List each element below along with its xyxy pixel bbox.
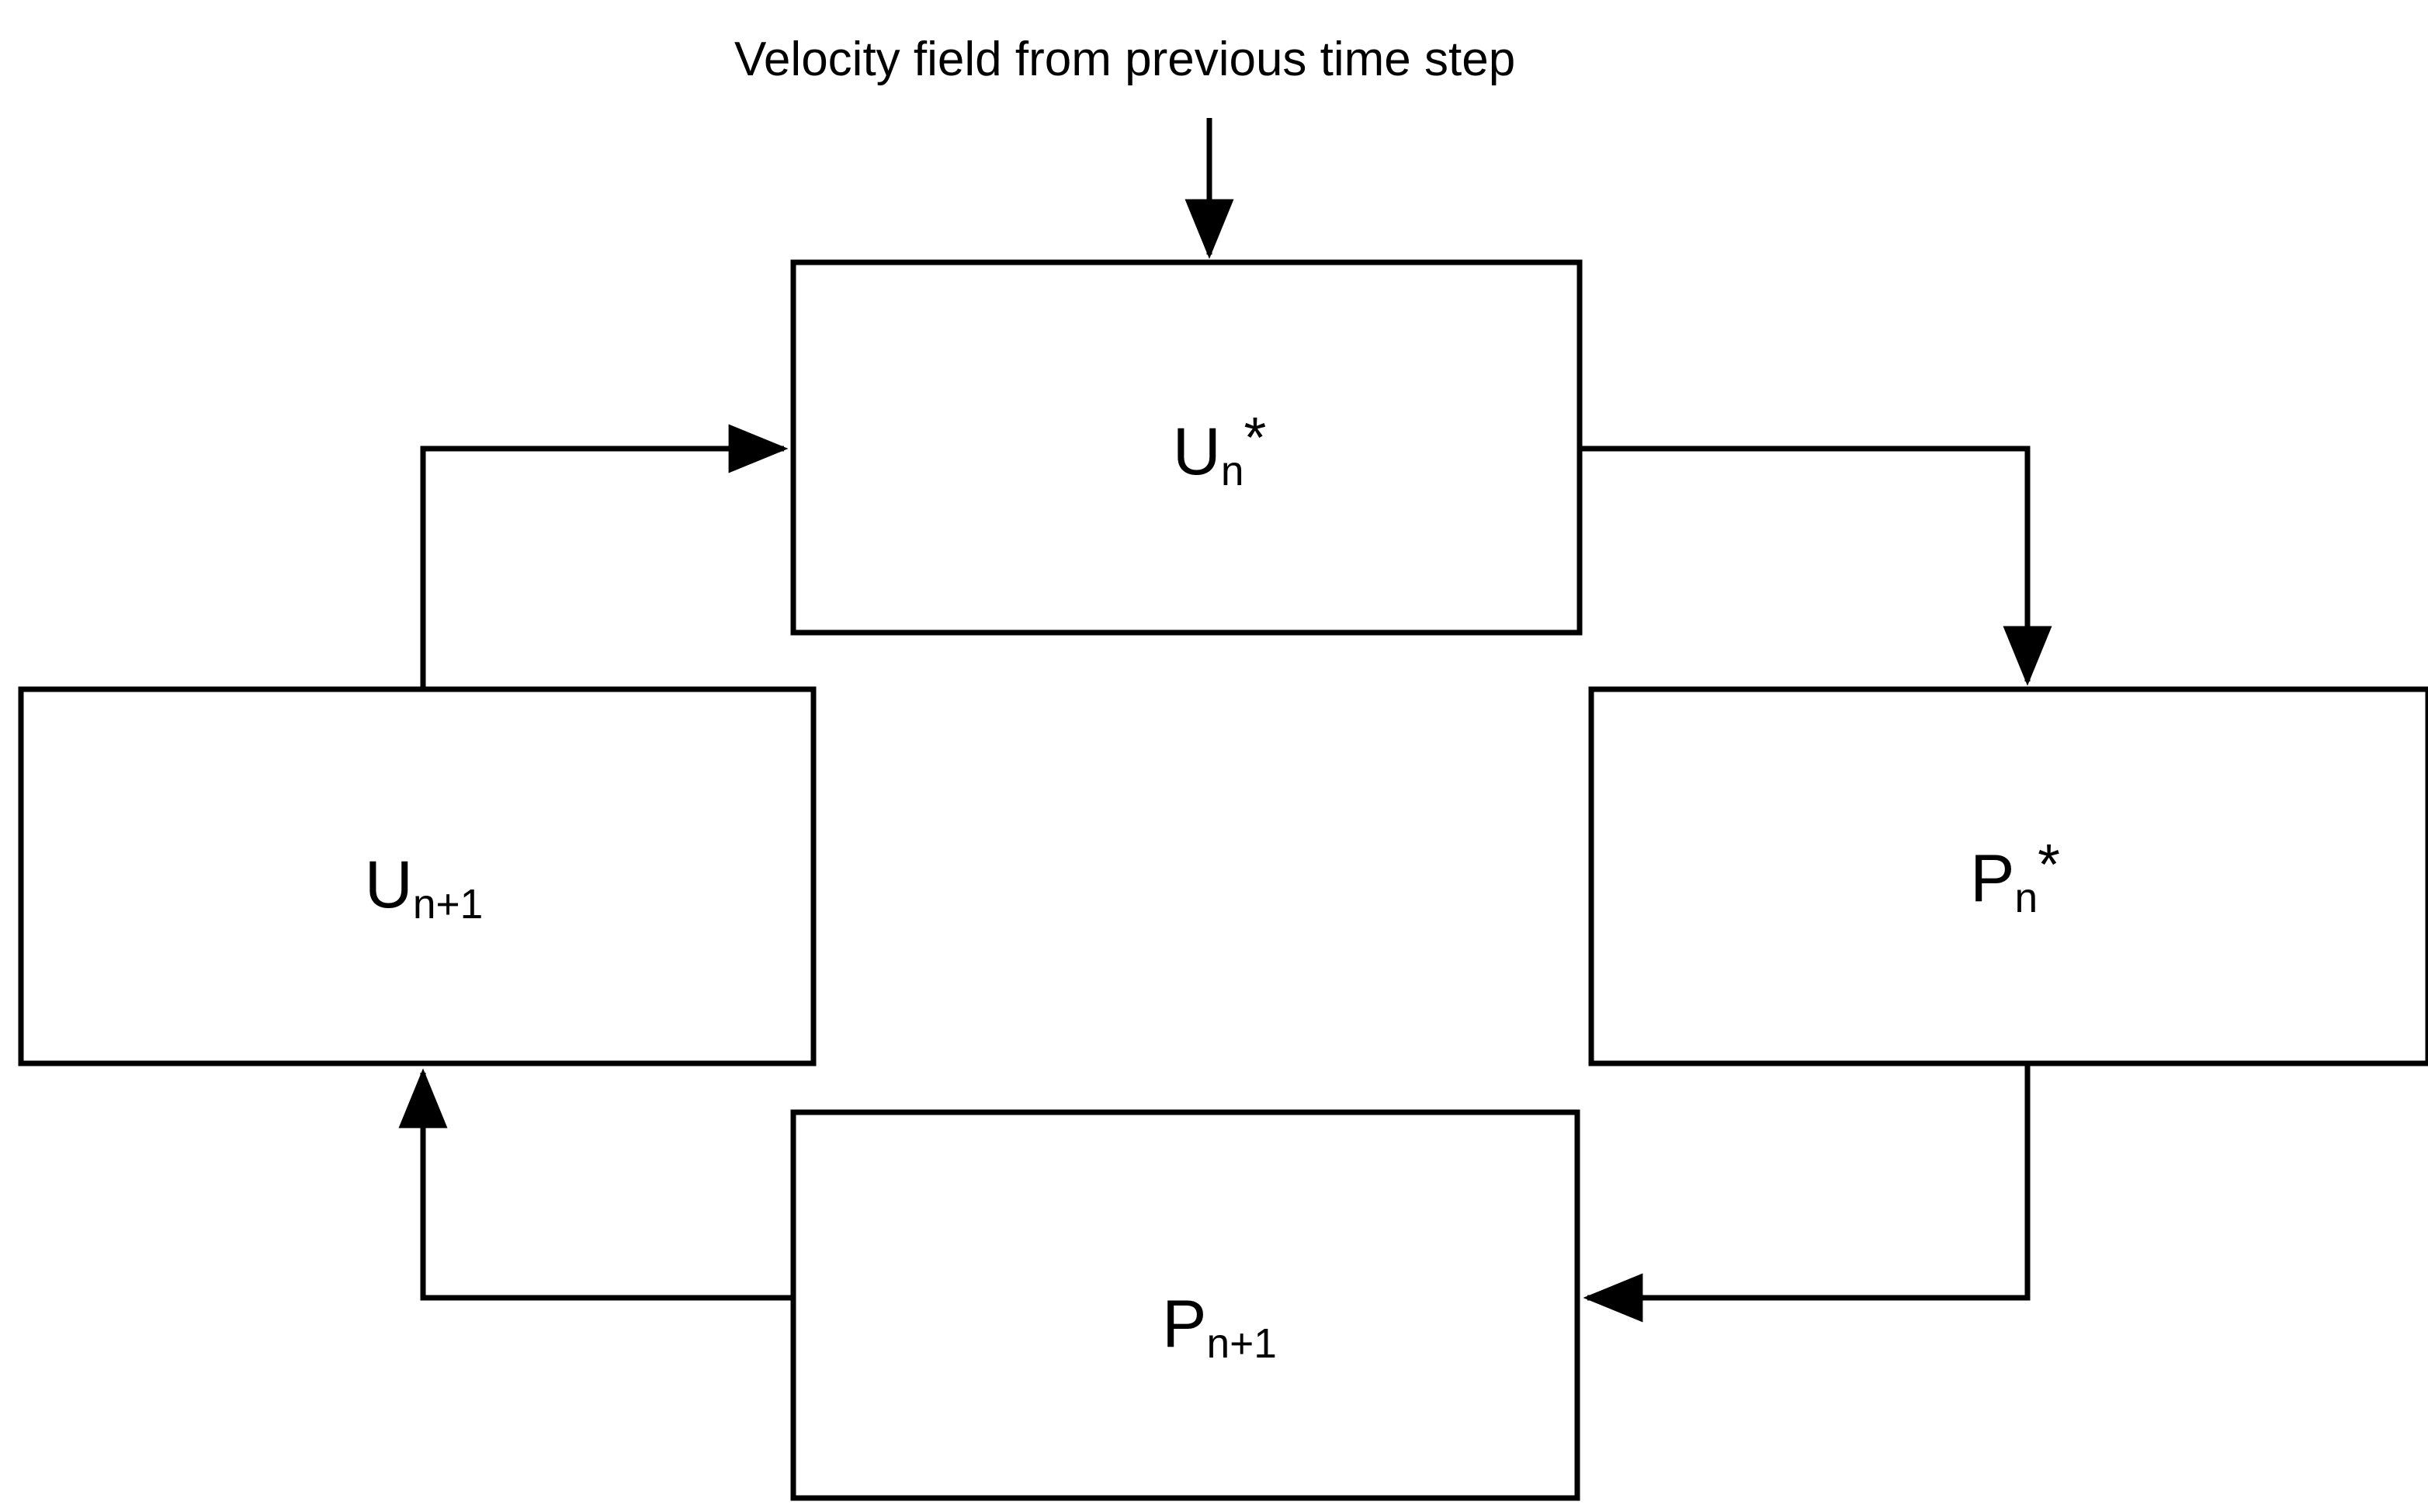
u-star-base: U [1172,414,1221,489]
p-next-box[interactable] [790,1109,1580,1501]
p-next-subscript: n+1 [1206,1320,1277,1367]
u-next-subscript: n+1 [412,881,484,928]
p-star-box[interactable] [1588,686,2428,1066]
u-next-base: U [364,848,413,922]
p-star-to-p-next-arrow [1583,1063,2031,1323]
u-next-label: Un+1 [365,851,484,925]
p-star-label: Pn* [1970,835,2060,919]
u-next-box[interactable] [18,686,817,1066]
u-star-subscript: n [1220,448,1244,494]
p-star-base: P [1970,841,2015,916]
p-star-superscript: * [2038,831,2060,896]
u-next-to-u-star-arrow [420,424,789,689]
u-star-label: Un* [1173,408,1267,492]
u-star-to-p-star-arrow [1580,446,2052,686]
p-next-base: P [1162,1287,1207,1361]
p-next-label: Pn+1 [1162,1291,1277,1365]
p-star-subscript: n [2014,875,2038,921]
p-next-to-u-next-arrow [398,1068,793,1301]
u-star-superscript: * [1243,404,1267,470]
page-title: Velocity field from previous time step [734,33,1516,86]
u-star-box[interactable] [790,259,1583,636]
